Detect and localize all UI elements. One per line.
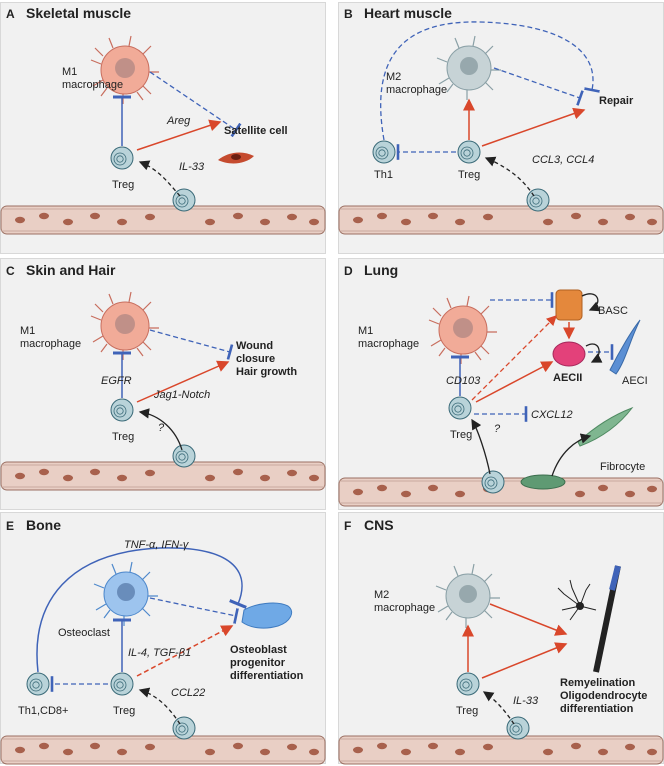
- il33-label: IL-33: [179, 161, 205, 173]
- aecii-icon: [552, 341, 586, 367]
- panel-title: Skeletal muscle: [26, 5, 132, 21]
- panel-b-drawing: M2 macrophage Treg Th1 CCL3, CCL4 Repair: [338, 21, 664, 235]
- m1-label: M1: [358, 325, 373, 337]
- jag1-notch-label: Jag1-Notch: [153, 389, 210, 401]
- repair-label: Repair: [599, 95, 634, 107]
- panel-letter: E: [6, 519, 15, 533]
- oligodendrocyte-icon: [557, 565, 621, 673]
- cxcl12-label: CXCL12: [531, 409, 573, 421]
- panel-letter: F: [344, 519, 352, 533]
- differentiation-label: differentiation: [560, 703, 634, 715]
- m1-label: M1: [62, 66, 77, 78]
- treg-label: Treg: [113, 705, 135, 717]
- egfr-label: EGFR: [101, 375, 132, 387]
- m2-label: M2: [374, 589, 389, 601]
- panel-title: Bone: [26, 517, 61, 533]
- m1-macrophage-icon: [90, 35, 160, 105]
- aeci-icon: [609, 319, 641, 375]
- fibrocyte-label: Fibrocyte: [600, 461, 645, 473]
- treg-icon: [448, 396, 472, 420]
- treg-icon: [110, 398, 134, 422]
- treg-icon: [110, 672, 134, 696]
- treg-label: Treg: [458, 169, 480, 181]
- satellite-cell-label: Satellite cell: [224, 125, 288, 137]
- oligodendrocyte-label: Oligodendrocyte: [560, 690, 647, 702]
- fibrocyte-icon: [577, 406, 634, 447]
- osteoclast-label: Osteoclast: [58, 627, 110, 639]
- panel-letter: D: [344, 264, 353, 278]
- basc-label: BASC: [598, 305, 628, 317]
- basc-icon: [555, 289, 583, 321]
- extravasating-treg-icon: [481, 470, 505, 494]
- ccl3-ccl4-label: CCL3, CCL4: [532, 154, 594, 166]
- closure-label: closure: [236, 353, 275, 365]
- extravasating-fibrocyte-icon: [520, 474, 566, 490]
- m1-label: M1: [20, 325, 35, 337]
- wound-label: Wound: [236, 340, 273, 352]
- osteoblast-progenitor-icon: [241, 602, 293, 629]
- tnf-ifn-label: TNF-α, IFN-γ: [124, 539, 190, 551]
- il33-label: IL-33: [513, 695, 539, 707]
- differentiation-label: differentiation: [230, 670, 304, 682]
- panel-title: CNS: [364, 517, 394, 533]
- panel-a-drawing: M1 macrophage Treg Areg IL-33 Satellite …: [0, 35, 326, 235]
- treg-icon: [457, 140, 481, 164]
- treg-icon: [110, 146, 134, 170]
- ccl22-label: CCL22: [171, 687, 205, 699]
- extravasating-treg-icon: [172, 188, 196, 212]
- hair-growth-label: Hair growth: [236, 366, 297, 378]
- panel-letter: C: [6, 264, 15, 278]
- panel-cns: [338, 512, 664, 764]
- treg-label: Treg: [456, 705, 478, 717]
- panel-title: Heart muscle: [364, 5, 452, 21]
- remyelination-label: Remyelination: [560, 677, 635, 689]
- panel-letter: B: [344, 7, 353, 21]
- treg-label: Treg: [112, 179, 134, 191]
- macrophage-label: macrophage: [386, 84, 447, 96]
- aecii-label: AECII: [553, 372, 582, 384]
- th1-label: Th1: [374, 169, 393, 181]
- m1-macrophage-icon: [428, 295, 498, 365]
- treg-label: Treg: [450, 429, 472, 441]
- panel-letter: A: [6, 7, 15, 21]
- macrophage-label: macrophage: [358, 338, 419, 350]
- il4-tgfb-label: IL-4, TGF-β1: [128, 647, 191, 659]
- treg-label: Treg: [112, 431, 134, 443]
- panel-e-drawing: TNF-α, IFN-γ Osteoclast IL-4, TGF-β1 Tre…: [0, 539, 326, 765]
- extravasating-treg-icon: [172, 444, 196, 468]
- panel-d-drawing: M1 macrophage Treg CD103 CXCL12 ? BASC A…: [338, 289, 664, 507]
- panel-title: Skin and Hair: [26, 262, 116, 278]
- unknown-signal-label: ?: [158, 422, 165, 434]
- panel-c-drawing: M1 macrophage Treg EGFR Jag1-Notch ? Wou…: [0, 291, 326, 491]
- cd103-label: CD103: [446, 375, 481, 387]
- panel-f-drawing: M2 macrophage Treg IL-33 Remyelination O…: [338, 563, 664, 765]
- unknown-signal-label: ?: [494, 423, 501, 435]
- macrophage-label: macrophage: [374, 602, 435, 614]
- treg-icon: [456, 672, 480, 696]
- osteoblast-label: Osteoblast: [230, 644, 287, 656]
- macrophage-label: macrophage: [62, 79, 123, 91]
- panel-bone: [0, 512, 326, 764]
- aeci-label: AECI: [622, 375, 648, 387]
- m2-macrophage-icon: [435, 563, 501, 629]
- th1-cd8-label: Th1,CD8+: [18, 705, 68, 717]
- extravasating-treg-icon: [506, 716, 530, 740]
- osteoclast-icon: [93, 561, 159, 627]
- th1-icon: [372, 140, 396, 164]
- extravasating-treg-icon: [172, 716, 196, 740]
- progenitor-label: progenitor: [230, 657, 286, 669]
- macrophage-label: macrophage: [20, 338, 81, 350]
- m2-label: M2: [386, 71, 401, 83]
- panel-title: Lung: [364, 262, 399, 278]
- extravasating-treg-icon: [526, 188, 550, 212]
- areg-label: Areg: [166, 115, 191, 127]
- th1-cd8-icon: [26, 672, 50, 696]
- m1-macrophage-icon: [90, 291, 160, 361]
